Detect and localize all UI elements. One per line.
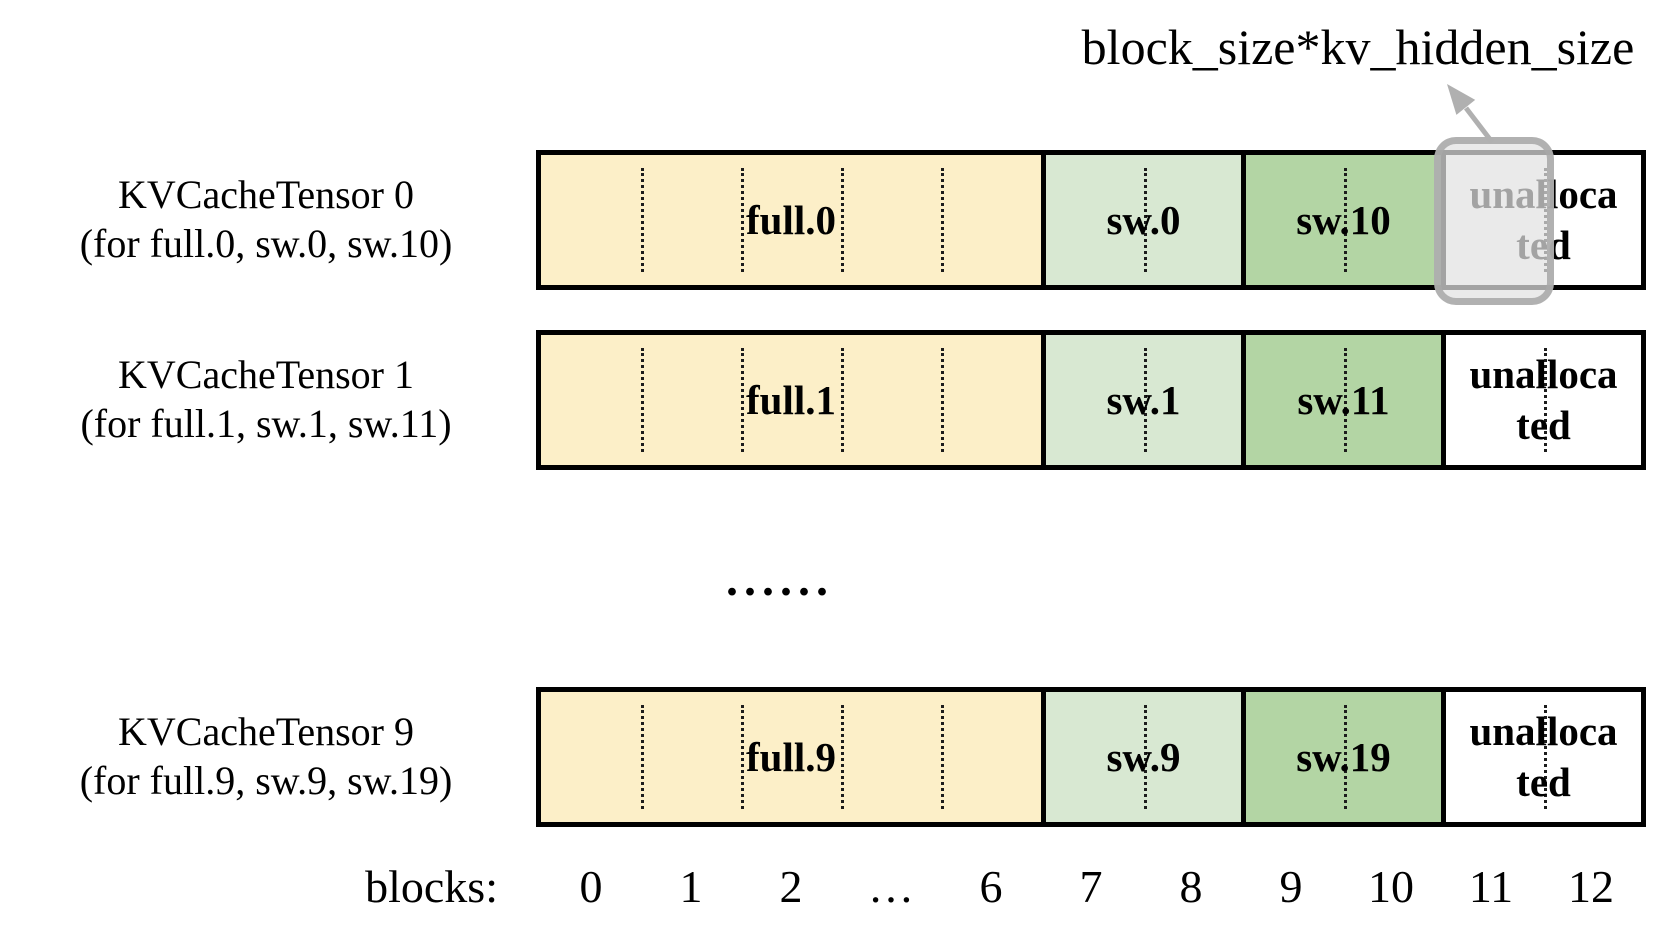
tensor-1-subtitle: (for full.1, sw.1, sw.11): [80, 401, 452, 446]
block-divider: [741, 348, 744, 452]
unallocated-section: unalloca ted: [1441, 335, 1641, 465]
full-section-label: full.9: [746, 734, 836, 780]
block-divider: [741, 168, 744, 272]
annotation-arrow-icon: [1447, 84, 1494, 144]
block-index-tick: 2: [779, 861, 803, 912]
tensor-0-subtitle: (for full.0, sw.0, sw.10): [79, 221, 453, 266]
full-section-label: full.1: [746, 377, 836, 423]
block-divider: [1543, 705, 1547, 809]
block-divider: [1143, 705, 1147, 809]
block-divider: [841, 348, 844, 452]
block-divider: [1343, 705, 1347, 809]
block-index-tick: 0: [579, 861, 603, 912]
block-divider: [941, 348, 944, 452]
blocks-axis-label: blocks:: [365, 861, 498, 912]
block-size-highlight: [1434, 137, 1554, 305]
block-index-tick: 9: [1279, 861, 1303, 912]
tensor-1-bar: full.1 sw.1 sw.11 unalloca ted: [536, 330, 1646, 470]
block-divider: [641, 348, 644, 452]
tensor-9-bar: full.9 sw.9 sw.19 unalloca ted: [536, 687, 1646, 827]
sw-offset-section: sw.10: [1241, 155, 1441, 285]
tensor-9-title: KVCacheTensor 9: [118, 709, 414, 755]
block-divider: [1343, 168, 1347, 272]
full-section: full.0: [541, 155, 1041, 285]
tensor-0-title: KVCacheTensor 0: [118, 172, 414, 218]
block-index-tick: 7: [1079, 861, 1103, 912]
block-divider: [741, 705, 744, 809]
block-divider: [841, 168, 844, 272]
sw-section-label: sw.9: [1106, 734, 1181, 780]
block-divider: [1543, 348, 1547, 452]
block-divider: [641, 168, 644, 272]
block-divider: [941, 168, 944, 272]
sw-section: sw.9: [1041, 692, 1241, 822]
sw-offset-section-label: sw.10: [1296, 197, 1391, 243]
sw-section: sw.1: [1041, 335, 1241, 465]
sw-section: sw.0: [1041, 155, 1241, 285]
block-divider: [1143, 348, 1147, 452]
tensor-1-title: KVCacheTensor 1: [118, 352, 414, 398]
unallocated-section: unalloca ted: [1441, 692, 1641, 822]
sw-offset-section: sw.19: [1241, 692, 1441, 822]
block-divider: [1343, 348, 1347, 452]
unallocated-label: unalloca ted: [1469, 707, 1618, 805]
tensor-9-label: KVCacheTensor 9 (for full.9, sw.9, sw.19…: [12, 687, 520, 827]
block-index-tick: 11: [1468, 861, 1514, 912]
block-divider: [1143, 168, 1147, 272]
full-section: full.1: [541, 335, 1041, 465]
block-index-tick: 6: [979, 861, 1003, 912]
sw-section-label: sw.0: [1106, 197, 1181, 243]
block-divider: [841, 705, 844, 809]
block-index-tick: 10: [1368, 861, 1414, 912]
block-index-tick: 12: [1568, 861, 1614, 912]
sw-offset-section-label: sw.19: [1296, 734, 1391, 780]
block-divider: [941, 705, 944, 809]
block-divider: [641, 705, 644, 809]
tensor-9-subtitle: (for full.9, sw.9, sw.19): [79, 758, 453, 803]
sw-section-label: sw.1: [1106, 377, 1181, 423]
rows-ellipsis: ......: [726, 553, 834, 606]
full-section-label: full.0: [746, 197, 836, 243]
block-index-tick: …: [868, 861, 914, 912]
sw-offset-section: sw.11: [1241, 335, 1441, 465]
sw-offset-section-label: sw.11: [1297, 377, 1390, 423]
unallocated-label: unalloca ted: [1469, 350, 1618, 448]
full-section: full.9: [541, 692, 1041, 822]
block-size-annotation-label: block_size*kv_hidden_size: [1081, 19, 1635, 75]
block-index-tick: 1: [679, 861, 703, 912]
tensor-1-label: KVCacheTensor 1 (for full.1, sw.1, sw.11…: [12, 330, 520, 470]
tensor-0-label: KVCacheTensor 0 (for full.0, sw.0, sw.10…: [12, 150, 520, 290]
block-index-tick: 8: [1179, 861, 1203, 912]
